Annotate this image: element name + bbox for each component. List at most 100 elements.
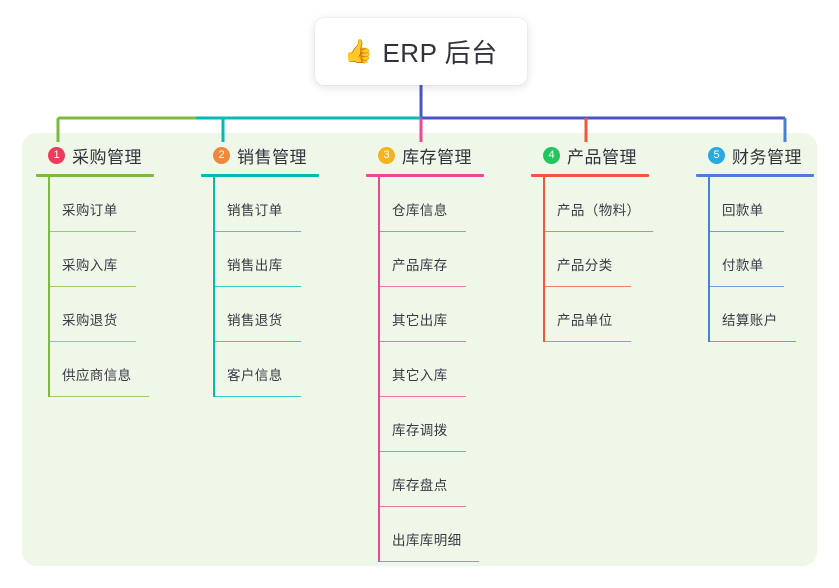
leaf-underline bbox=[213, 230, 301, 232]
leaf-item[interactable]: 产品单位 bbox=[531, 287, 691, 342]
leaf-item[interactable]: 其它入库 bbox=[366, 342, 516, 397]
leaf-underline bbox=[543, 230, 653, 232]
branch-title-2: 销售管理 bbox=[237, 147, 307, 167]
leaf-item[interactable]: 其它出库 bbox=[366, 287, 516, 342]
leaf-item[interactable]: 库存盘点 bbox=[366, 452, 516, 507]
leaf-spine bbox=[378, 397, 380, 452]
leaf-item[interactable]: 客户信息 bbox=[201, 342, 351, 397]
leaf-item[interactable]: 采购入库 bbox=[36, 232, 186, 287]
leaf-underline bbox=[213, 285, 301, 287]
leaf-underline bbox=[378, 560, 479, 562]
branches-panel bbox=[22, 133, 817, 566]
leaf-spine bbox=[48, 287, 50, 342]
leaf-spine bbox=[708, 287, 710, 342]
leaf-item-label: 采购入库 bbox=[62, 258, 118, 273]
branch-title-5: 财务管理 bbox=[732, 147, 802, 167]
leaf-underline bbox=[378, 285, 466, 287]
branch-header-5[interactable]: 5 财务管理 bbox=[696, 142, 839, 168]
leaf-underline bbox=[378, 395, 466, 397]
branch-items-4: 产品（物料） 产品分类产品单位 bbox=[531, 177, 691, 342]
branch-column-5: 5 财务管理回款单付款单结算账户 bbox=[696, 142, 839, 342]
branch-rule-4 bbox=[531, 174, 649, 177]
leaf-underline bbox=[543, 285, 631, 287]
leaf-underline bbox=[708, 285, 784, 287]
leaf-item[interactable]: 出库库明细 bbox=[366, 507, 516, 562]
leaf-spine bbox=[378, 287, 380, 342]
leaf-item-label: 销售退货 bbox=[227, 313, 283, 328]
leaf-item-label: 产品分类 bbox=[557, 258, 613, 273]
branch-title-4: 产品管理 bbox=[567, 147, 637, 167]
root-node-label: 👍 ERP 后台 bbox=[344, 33, 497, 70]
leaf-item-label: 采购退货 bbox=[62, 313, 118, 328]
leaf-underline bbox=[48, 340, 136, 342]
leaf-spine bbox=[378, 232, 380, 287]
leaf-item[interactable]: 销售出库 bbox=[201, 232, 351, 287]
leaf-item[interactable]: 仓库信息 bbox=[366, 177, 516, 232]
leaf-underline bbox=[378, 505, 466, 507]
root-node-title: ERP 后台 bbox=[382, 38, 498, 68]
leaf-underline bbox=[48, 230, 136, 232]
leaf-spine bbox=[543, 177, 545, 232]
leaf-spine bbox=[708, 232, 710, 287]
leaf-item[interactable]: 产品库存 bbox=[366, 232, 516, 287]
branch-title-3: 库存管理 bbox=[402, 147, 472, 167]
leaf-underline bbox=[48, 395, 149, 397]
leaf-underline bbox=[213, 395, 301, 397]
branch-header-2[interactable]: 2 销售管理 bbox=[201, 142, 351, 168]
leaf-item-label: 库存盘点 bbox=[392, 478, 448, 493]
leaf-item[interactable]: 库存调拨 bbox=[366, 397, 516, 452]
leaf-item-label: 仓库信息 bbox=[392, 203, 448, 218]
leaf-spine bbox=[48, 232, 50, 287]
branch-header-3[interactable]: 3 库存管理 bbox=[366, 142, 516, 168]
leaf-item[interactable]: 回款单 bbox=[696, 177, 839, 232]
root-node[interactable]: 👍 ERP 后台 bbox=[315, 18, 527, 85]
branch-items-2: 销售订单销售出库销售退货客户信息 bbox=[201, 177, 351, 397]
branch-rule-5 bbox=[696, 174, 814, 177]
leaf-item-label: 产品库存 bbox=[392, 258, 448, 273]
leaf-spine bbox=[708, 177, 710, 232]
leaf-item-label: 回款单 bbox=[722, 203, 764, 218]
branch-rule-2 bbox=[201, 174, 319, 177]
leaf-item[interactable]: 销售退货 bbox=[201, 287, 351, 342]
leaf-item-label: 付款单 bbox=[722, 258, 764, 273]
leaf-spine bbox=[378, 177, 380, 232]
leaf-item-label: 销售出库 bbox=[227, 258, 283, 273]
leaf-item-label: 销售订单 bbox=[227, 203, 283, 218]
leaf-item[interactable]: 产品（物料） bbox=[531, 177, 691, 232]
leaf-spine bbox=[213, 287, 215, 342]
leaf-spine bbox=[213, 177, 215, 232]
branch-badge-2: 2 bbox=[213, 146, 230, 164]
leaf-item[interactable]: 销售订单 bbox=[201, 177, 351, 232]
branch-column-2: 2 销售管理销售订单销售出库销售退货客户信息 bbox=[201, 142, 351, 397]
leaf-underline bbox=[543, 340, 631, 342]
leaf-underline bbox=[708, 230, 784, 232]
branch-items-1: 采购订单采购入库采购退货供应商信息 bbox=[36, 177, 186, 397]
leaf-item[interactable]: 采购订单 bbox=[36, 177, 186, 232]
leaf-item-label: 产品（物料） bbox=[557, 203, 641, 218]
leaf-item-label: 出库库明细 bbox=[392, 533, 462, 548]
leaf-item-label: 其它入库 bbox=[392, 368, 448, 383]
leaf-underline bbox=[708, 340, 796, 342]
leaf-item[interactable]: 付款单 bbox=[696, 232, 839, 287]
branch-badge-5: 5 bbox=[708, 146, 725, 164]
leaf-spine bbox=[378, 507, 380, 562]
leaf-item[interactable]: 供应商信息 bbox=[36, 342, 186, 397]
leaf-spine bbox=[213, 342, 215, 397]
leaf-item[interactable]: 采购退货 bbox=[36, 287, 186, 342]
leaf-spine bbox=[543, 287, 545, 342]
leaf-item[interactable]: 产品分类 bbox=[531, 232, 691, 287]
branch-rule-1 bbox=[36, 174, 154, 177]
leaf-underline bbox=[378, 230, 466, 232]
branch-badge-3: 3 bbox=[378, 146, 395, 164]
leaf-item[interactable]: 结算账户 bbox=[696, 287, 839, 342]
leaf-spine bbox=[48, 342, 50, 397]
branch-rule-3 bbox=[366, 174, 484, 177]
leaf-item-label: 客户信息 bbox=[227, 368, 283, 383]
leaf-underline bbox=[378, 340, 466, 342]
leaf-spine bbox=[213, 232, 215, 287]
